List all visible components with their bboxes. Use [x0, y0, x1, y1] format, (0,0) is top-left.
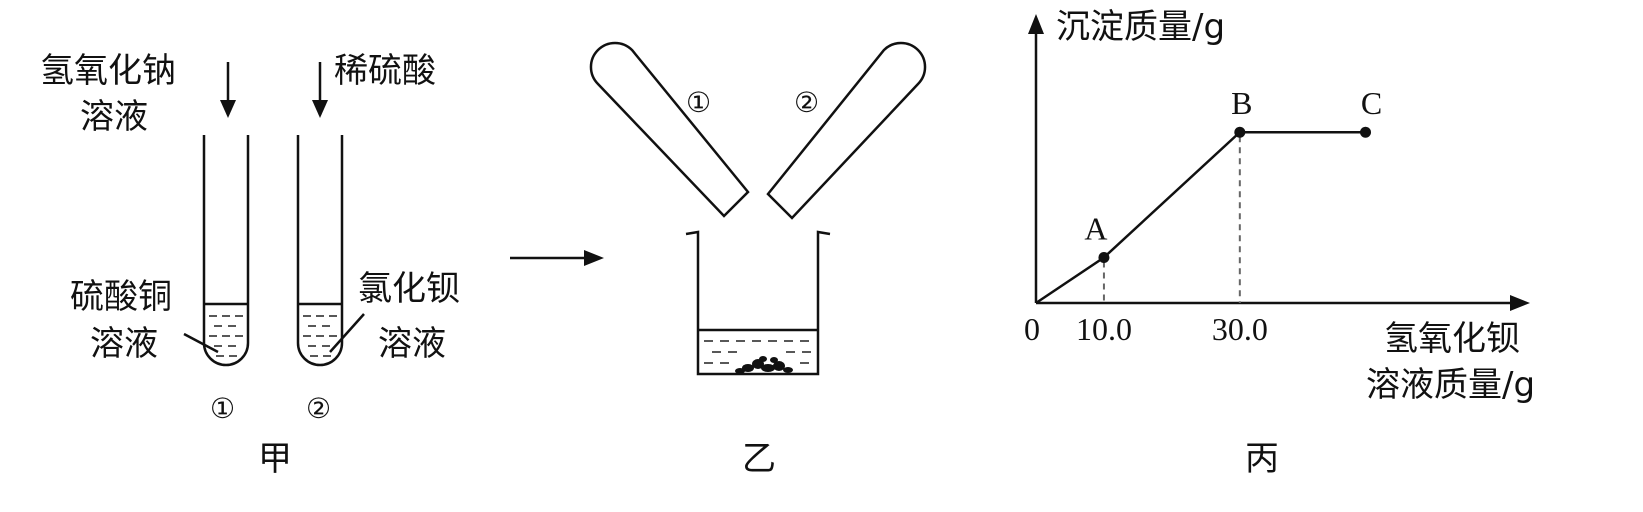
point-C [1360, 126, 1372, 138]
tube1-leader-line [183, 332, 219, 354]
tilted-tube2-number: ② [794, 86, 819, 119]
process-arrowhead [584, 250, 604, 266]
x-axis-arrowhead [1510, 295, 1530, 311]
tube2-arrowhead [312, 100, 328, 118]
tube1-side-label-line2: 溶液 [90, 324, 158, 364]
point-label-C: C [1361, 85, 1382, 121]
x-axis-label-line2: 溶液质量/g [1366, 365, 1535, 405]
tilted-tube-2 [766, 41, 927, 220]
x-axis-label-line1: 氢氧化钡 [1384, 319, 1520, 359]
panel-yi: ① ② 乙 [589, 41, 927, 479]
tube1-liquid-dashes [209, 315, 243, 357]
panel-bing-chart: 沉淀质量/g 氢氧化钡 溶液质量/g 0 10.0 30.0 A B C 丙 [1024, 7, 1535, 479]
point-B [1234, 126, 1246, 138]
caption-jia: 甲 [258, 439, 292, 479]
tube1-arrowhead [220, 100, 236, 118]
tube2-leader-line [329, 313, 365, 353]
precipitate [735, 356, 793, 374]
point-label-B: B [1231, 85, 1252, 121]
x-tick-label: 10.0 [1076, 311, 1132, 347]
y-axis-label: 沉淀质量/g [1056, 7, 1225, 47]
y-axis-arrowhead [1028, 14, 1044, 34]
test-tube-1 [202, 135, 250, 367]
caption-bing: 丙 [1245, 439, 1279, 479]
tilted-tube-1 [589, 41, 750, 218]
tube1-side-label-line1: 硫酸铜 [70, 277, 172, 317]
tube2-liquid-dashes [303, 315, 337, 357]
tube1-number: ① [210, 392, 235, 425]
tube1-top-label-line1: 氢氧化钠 [40, 51, 176, 91]
x-tick-label: 30.0 [1212, 311, 1268, 347]
tube2-top-label: 稀硫酸 [334, 51, 436, 91]
panel-jia: 氢氧化钠 溶液 稀硫酸 硫酸铜 溶液 氯化钡 [40, 51, 460, 479]
point-A [1098, 251, 1110, 263]
tube2-number: ② [306, 392, 331, 425]
data-line [1035, 130, 1366, 305]
beaker [685, 230, 831, 376]
test-tube-2 [296, 135, 344, 367]
caption-yi: 乙 [742, 439, 776, 479]
tube2-side-label-line2: 溶液 [378, 324, 446, 364]
beaker-liquid-dashes [704, 340, 811, 364]
point-label-A: A [1084, 210, 1107, 246]
tube1-top-label-line2: 溶液 [80, 97, 148, 137]
tube2-side-label-line1: 氯化钡 [358, 269, 460, 309]
tilted-tube1-number: ① [686, 86, 711, 119]
origin-label: 0 [1024, 311, 1040, 347]
